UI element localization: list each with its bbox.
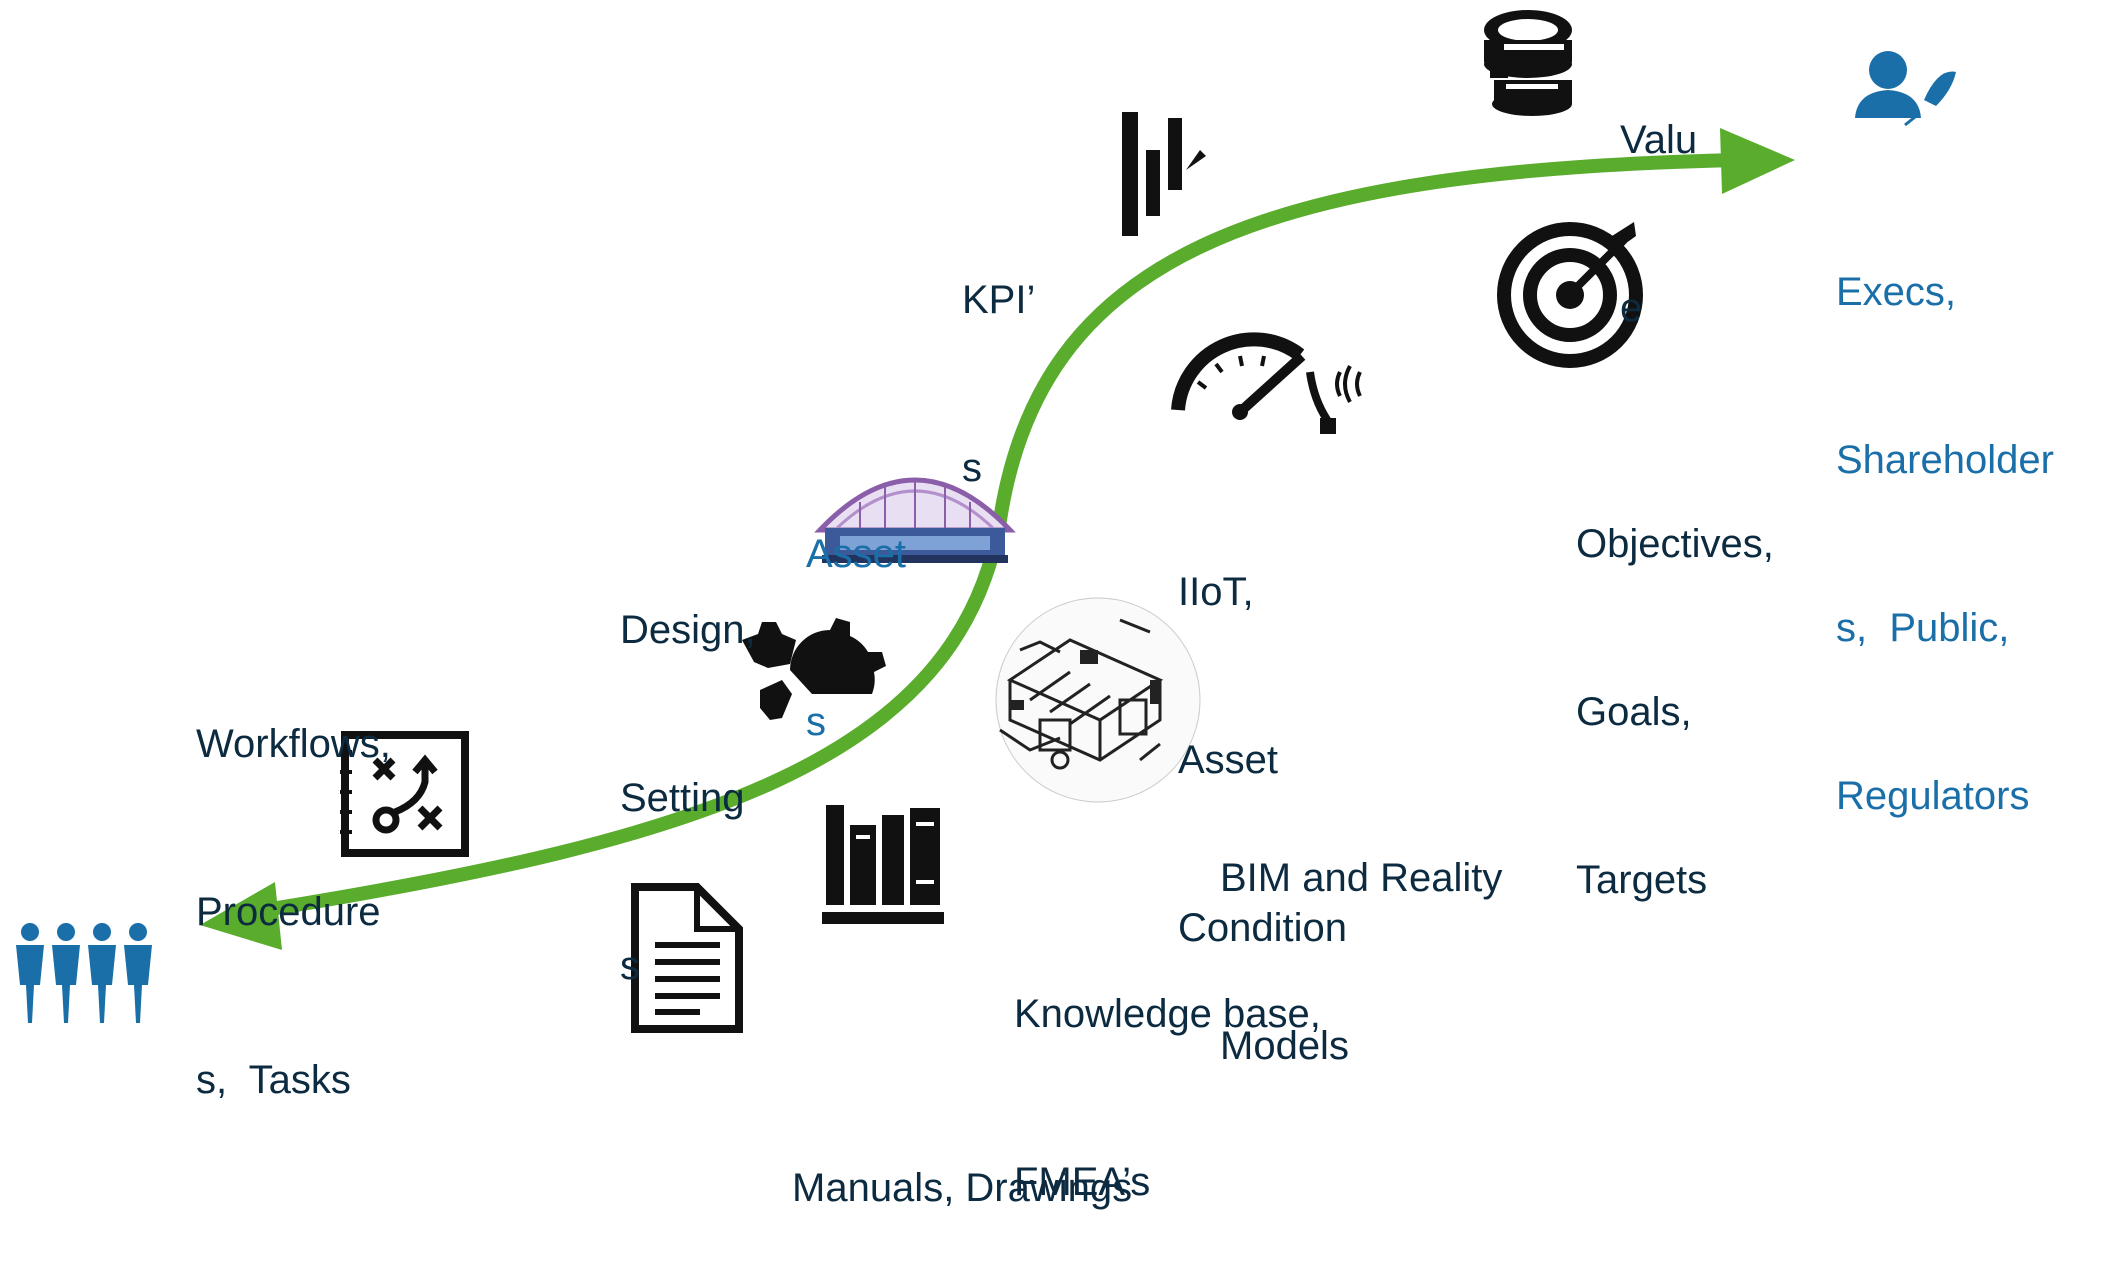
- arrowhead-left: [200, 882, 282, 950]
- diagram-canvas: [16, 10, 1956, 1033]
- books-icon: [822, 805, 944, 924]
- gauge-icon: [1171, 332, 1306, 420]
- assets-label: Asset s: [806, 532, 907, 744]
- bim-model-icon: [995, 597, 1201, 803]
- people-group-icon: [16, 923, 152, 1023]
- manuals-label: Manuals, Drawings: [792, 1166, 1133, 1210]
- objectives-label: Objectives, Goals, Targets: [1576, 522, 1774, 902]
- workflow-icon: [340, 731, 469, 857]
- bar-chart-icon: [1122, 112, 1206, 236]
- arrowhead-right: [1720, 128, 1795, 194]
- wireless-sensor-icon: [1306, 365, 1362, 434]
- value-label: Valu e: [1620, 118, 1698, 330]
- stadium-asset-icon: [814, 477, 1016, 563]
- execs-label: Execs, Shareholder s, Public, Regulators: [1836, 270, 2054, 818]
- workflows-label: Workflows, Procedure s, Tasks: [196, 722, 391, 1102]
- iiot-label: IIoT, Asset Condition: [1178, 570, 1348, 950]
- executive-icon: [1855, 51, 1956, 127]
- coins-icon: [1484, 10, 1572, 116]
- target-icon: [1497, 222, 1643, 368]
- gear-icon: [742, 618, 886, 720]
- bim-label: BIM and Reality Models: [1220, 856, 1503, 1068]
- design-label: Design, Setting s: [620, 608, 756, 988]
- document-icon: [631, 883, 743, 1033]
- kpis-label: KPI’ s: [962, 278, 1036, 490]
